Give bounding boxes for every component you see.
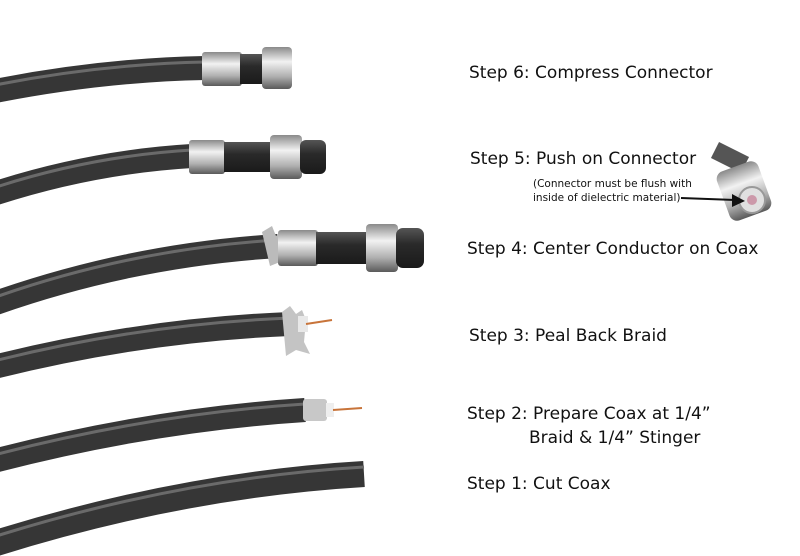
step-5-note-line2: inside of dielectric material) (533, 192, 681, 204)
step-6-label: Step 6: Compress Connector (469, 63, 713, 83)
step-2-label-line2: Braid & 1/4” Stinger (529, 428, 701, 448)
cable-step-5 (0, 135, 326, 205)
cable-step-3 (0, 306, 333, 378)
cable-step-2 (0, 398, 363, 472)
connector-inset-photo (710, 141, 772, 221)
step-5-label: Step 5: Push on Connector (470, 149, 697, 169)
cable-step-6 (0, 47, 292, 103)
step-5-note-line1: (Connector must be flush with (533, 178, 692, 190)
cable-step-4 (0, 224, 424, 315)
step-1-label: Step 1: Cut Coax (467, 474, 611, 494)
arrow-icon (680, 194, 745, 207)
cable-step-1 (0, 461, 365, 556)
step-4-label: Step 4: Center Conductor on Coax (467, 239, 759, 259)
step-3-label: Step 3: Peal Back Braid (469, 326, 667, 346)
step-2-label: Step 2: Prepare Coax at 1/4” (467, 404, 711, 424)
